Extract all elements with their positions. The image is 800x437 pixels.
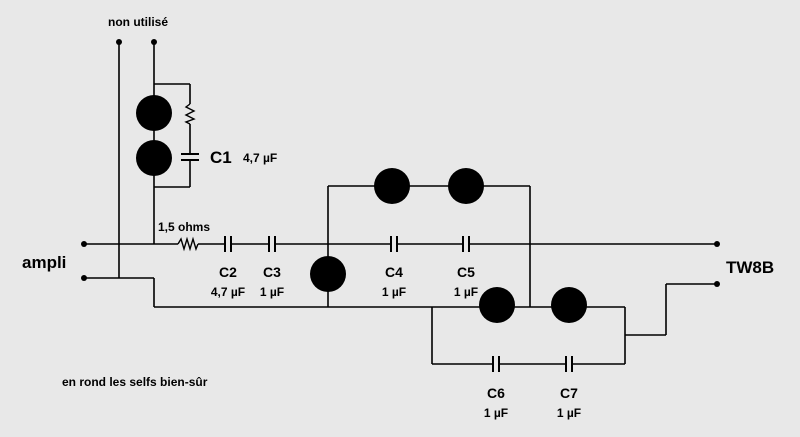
inductor-l1 — [136, 95, 172, 131]
terminal-output-1 — [714, 241, 720, 247]
label-c6-name: C6 — [487, 385, 505, 401]
label-c4-name: C4 — [385, 264, 403, 280]
terminal-input-1 — [81, 241, 87, 247]
label-c5-value: 1 µF — [454, 285, 478, 299]
terminal-unused-1 — [116, 39, 122, 45]
label-output: TW8B — [726, 258, 774, 277]
capacitor-c1-symbol — [181, 153, 199, 161]
label-c1-name: C1 — [210, 148, 232, 167]
capacitor-c5-symbol — [462, 236, 470, 252]
inductor-l7 — [551, 287, 587, 323]
label-c7-value: 1 µF — [557, 406, 581, 420]
capacitor-c6-symbol — [492, 356, 500, 372]
label-c4-value: 1 µF — [382, 285, 406, 299]
label-c3-name: C3 — [263, 264, 281, 280]
capacitor-c2-symbol — [224, 236, 232, 252]
label-c5-name: C5 — [457, 264, 475, 280]
label-c7-name: C7 — [560, 385, 578, 401]
terminal-unused-2 — [151, 39, 157, 45]
terminal-input-2 — [81, 275, 87, 281]
terminal-output-2 — [714, 281, 720, 287]
label-c1-value: 4,7 µF — [243, 151, 277, 165]
label-note: en rond les selfs bien-sûr — [62, 375, 208, 389]
label-c3-value: 1 µF — [260, 285, 284, 299]
label-c2-value: 4,7 µF — [211, 285, 245, 299]
capacitor-c4-symbol — [390, 236, 398, 252]
label-resistor-value: 1,5 ohms — [158, 220, 210, 234]
label-input: ampli — [22, 253, 66, 272]
label-c6-value: 1 µF — [484, 406, 508, 420]
inductor-l5 — [310, 256, 346, 292]
inductor-l3 — [374, 168, 410, 204]
capacitor-c7-symbol — [565, 356, 573, 372]
wires — [84, 42, 717, 365]
inductor-l6 — [479, 287, 515, 323]
inductor-l4 — [448, 168, 484, 204]
capacitor-c3-symbol — [268, 236, 276, 252]
label-unused: non utilisé — [108, 15, 168, 29]
resistor-parallel — [184, 103, 196, 125]
label-c2-name: C2 — [219, 264, 237, 280]
inductor-l2 — [136, 140, 172, 176]
resistor-1-5-ohms — [177, 236, 199, 252]
